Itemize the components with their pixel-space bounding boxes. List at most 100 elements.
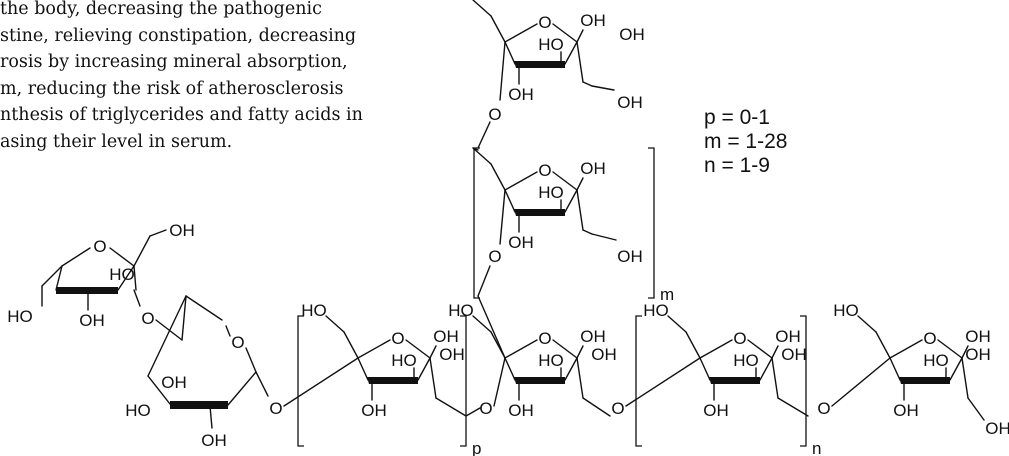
ring-bond [225, 325, 231, 337]
ring-bond [564, 189, 578, 213]
ring-bond [227, 371, 257, 406]
hydroxyl-bond [209, 405, 213, 429]
glycosidic-bond [493, 357, 506, 407]
ring-oxygen-label: O [538, 161, 551, 180]
subscript-n: n [812, 439, 821, 456]
bracket-p-left [297, 315, 304, 447]
ch2oh-bond [667, 315, 687, 333]
hydroxyl-label: OH [985, 419, 1009, 438]
hydroxyl-label: OH [161, 373, 187, 392]
ring-bond [949, 357, 963, 381]
ch2oh-bond [343, 331, 359, 359]
glycosidic-bond [283, 357, 359, 407]
hydroxyl-label: OH [580, 327, 606, 346]
hydroxyl-bond [576, 29, 584, 43]
ring-front-bond [56, 287, 118, 294]
hydroxyl-label: HO [643, 301, 669, 320]
hydroxyl-label: HO [538, 351, 564, 370]
ring-bond [504, 41, 516, 65]
glycosidic-oxygen-label: O [488, 105, 501, 124]
hydroxyl-label: HO [448, 301, 474, 320]
hydroxyl-label: OH [580, 159, 606, 178]
glycosidic-oxygen-label: O [488, 247, 501, 266]
hydroxyl-label: HO [538, 183, 564, 202]
hydroxyl-label: OH [361, 401, 387, 420]
hydroxyl-bond [133, 265, 137, 291]
ch2oh-bond [857, 315, 877, 333]
hydroxyl-label: OH [169, 221, 195, 240]
ring-bond [504, 23, 538, 43]
ring-bond [357, 339, 391, 359]
ring-bond [147, 375, 171, 405]
ring-bond [564, 41, 578, 65]
ch2oh-bond [325, 315, 345, 333]
hydroxyl-label: HO [125, 401, 151, 420]
ch2-bond [576, 41, 584, 83]
text-line: stine, relieving constipation, decreasin… [0, 25, 357, 46]
ring-bond [889, 357, 901, 381]
glycosidic-oxygen-label: O [479, 399, 492, 418]
branch-bond [477, 295, 506, 359]
text-line: asing their level in serum. [0, 131, 233, 152]
ch2oh-bond [472, 147, 492, 165]
glycosidic-bond [477, 121, 491, 149]
hydroxyl-label: OH [439, 345, 465, 364]
ch2oh-bond [490, 15, 506, 43]
hydroxyl-label: OH [775, 327, 801, 346]
ring-bond [747, 339, 773, 359]
hydroxyl-label: OH [617, 247, 643, 266]
ring-bond [245, 347, 257, 373]
ring-bond [889, 339, 923, 359]
hydroxyl-label: OH [703, 401, 729, 420]
ch2-bond [967, 397, 985, 421]
ring-front-bond [170, 401, 228, 409]
glycosidic-bond [465, 407, 481, 417]
hydroxyl-label: HO [301, 301, 327, 320]
glycosidic-bond [831, 357, 891, 407]
ring-front-bond [709, 377, 760, 384]
bracket-m-right [648, 147, 655, 299]
hydroxyl-label: OH [591, 345, 617, 364]
ring-bond [552, 339, 578, 359]
hydroxyl-bond [961, 345, 969, 359]
ring-bond [147, 295, 187, 377]
subscript-m: m [660, 285, 674, 304]
ring-oxygen-label: O [391, 329, 404, 348]
hydroxyl-label: OH [508, 233, 534, 252]
ch2-bond [961, 357, 969, 399]
hydroxyl-label: HO [538, 35, 564, 54]
hydroxyl-label: HO [109, 265, 135, 284]
hydroxyl-label: OH [617, 93, 643, 112]
ring-bond [564, 357, 578, 381]
glycosidic-bond [625, 357, 701, 407]
hydroxyl-label: OH [79, 311, 105, 330]
hydroxyl-label: OH [580, 11, 606, 30]
hydroxyl-label: OH [508, 401, 534, 420]
ring-front-bond [514, 377, 565, 384]
ring-bond [699, 357, 711, 381]
glycosidic-bond [255, 371, 269, 397]
ch2oh-bond [133, 235, 151, 267]
ch2oh-bond [149, 229, 167, 237]
hydroxyl-bond [591, 233, 617, 241]
ring-bond [552, 23, 578, 43]
ring-bond [759, 357, 773, 381]
hydroxyl-label: OH [965, 345, 991, 364]
ch2-bond [576, 189, 584, 231]
ch2-bond [582, 397, 611, 417]
glycosidic-bond [155, 319, 183, 341]
ring-bond [937, 339, 963, 359]
hydroxyl-label: HO [923, 351, 949, 370]
glycosidic-oxygen-label: O [141, 309, 154, 328]
ch2-bond [582, 81, 593, 87]
hydroxyl-label: HO [391, 351, 417, 370]
ring-front-bond [899, 377, 950, 384]
ring-bond [185, 295, 223, 321]
bracket-n-left [635, 315, 642, 447]
ring-oxygen-label: O [231, 333, 244, 352]
ch2oh-bond [490, 163, 506, 191]
ring-bond [405, 339, 431, 359]
ring-bond [504, 171, 538, 191]
ring-front-bond [514, 61, 565, 68]
